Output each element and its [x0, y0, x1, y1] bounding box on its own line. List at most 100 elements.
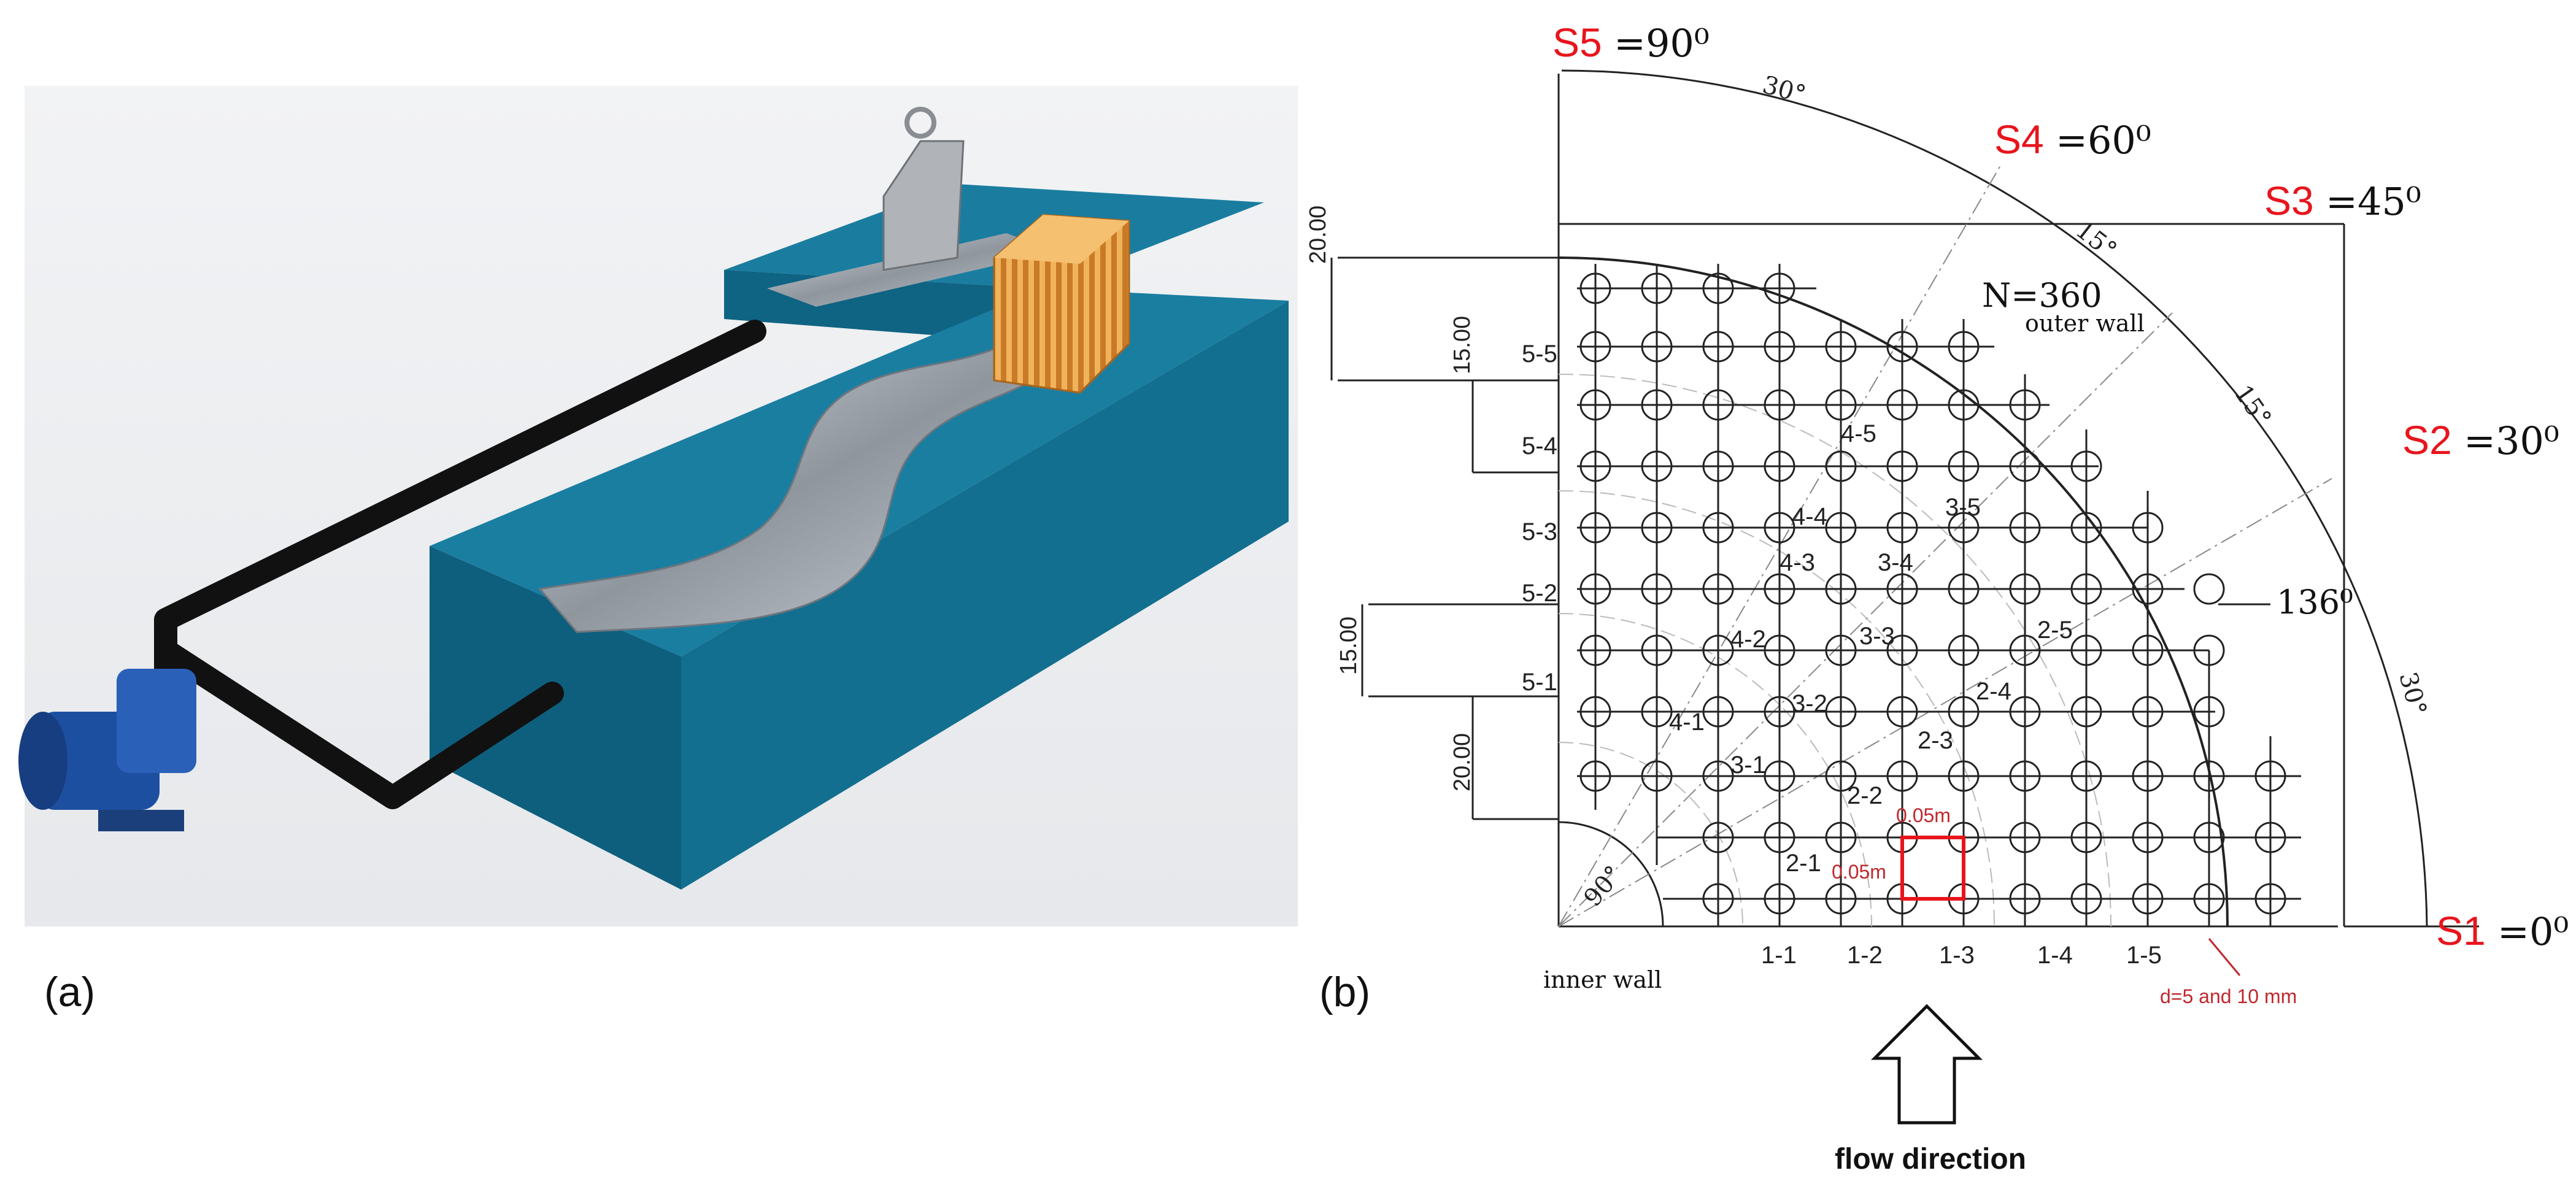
- measurement-point: [1702, 450, 1734, 482]
- col-label-1-2: 1-2: [1847, 942, 1883, 969]
- measurement-point: [1641, 573, 1673, 605]
- pt-2-3: 2-3: [1918, 727, 1953, 754]
- measurement-point: [2009, 634, 2041, 666]
- measurement-point: [1764, 450, 1795, 482]
- measurement-point: [1641, 760, 1673, 792]
- measurement-point: [1886, 450, 1918, 482]
- measurement-point: [1702, 272, 1734, 304]
- measurement-point: [1886, 634, 1918, 666]
- section-s2: S2 =30⁰: [2402, 417, 2559, 463]
- col-label-1-4: 1-4: [2037, 942, 2073, 969]
- measurement-point: [1886, 573, 1918, 605]
- measurement-point: [1641, 634, 1673, 666]
- spacing-label-h: 0.05m: [1896, 804, 1951, 826]
- n-label: N=360: [1982, 276, 2102, 315]
- measurement-point: [2193, 883, 2225, 915]
- measurement-point: [2070, 573, 2102, 605]
- measurement-point: [1702, 696, 1734, 728]
- measurement-point: [2132, 634, 2164, 666]
- measurement-point: [1579, 272, 1611, 304]
- measurement-point: [1825, 512, 1857, 544]
- measurement-point: [2009, 696, 2041, 728]
- panel-a-label: (a): [44, 969, 95, 1015]
- measurement-point: [1886, 389, 1918, 421]
- measurement-point: [2009, 450, 2041, 482]
- measurement-point: [1764, 634, 1795, 666]
- section-s4: S4 =60⁰: [1994, 117, 2151, 163]
- measurement-point: [1948, 634, 1980, 666]
- flume-side: [681, 301, 1289, 890]
- diameter-note: d=5 and 10 mm: [2160, 985, 2297, 1007]
- measurement-point: [1825, 573, 1857, 605]
- measurement-point: [1579, 573, 1611, 605]
- pt-3-4: 3-4: [1878, 549, 1913, 576]
- pt-4-1: 4-1: [1669, 709, 1705, 736]
- svg-text:S1: S1: [2436, 908, 2486, 953]
- pt-4-3: 4-3: [1780, 549, 1815, 576]
- svg-text:=45⁰: =45⁰: [2326, 179, 2421, 224]
- flume-front: [430, 546, 681, 890]
- measurement-point: [1579, 696, 1611, 728]
- spacing-label-v: 0.05m: [1832, 861, 1886, 883]
- col-label-1-1: 1-1: [1761, 942, 1797, 969]
- angle-30-right: 30°: [2393, 669, 2432, 718]
- measurement-point: [2132, 696, 2164, 728]
- col-label-1-3: 1-3: [1939, 942, 1975, 969]
- section-s3: S3 =45⁰: [2264, 178, 2421, 224]
- measurement-point: [1579, 760, 1611, 792]
- pt-2-5: 2-5: [2037, 617, 2073, 644]
- measurement-point: [1825, 760, 1857, 792]
- measurement-point: [2070, 760, 2102, 792]
- measurement-point: [1825, 883, 1857, 915]
- measurement-point: [1825, 822, 1857, 853]
- measurement-point: [2193, 822, 2225, 853]
- measurement-point: [1641, 331, 1673, 363]
- sluice-gate: [882, 140, 965, 271]
- flow-direction-label: flow direction: [1835, 1143, 2026, 1176]
- svg-text:S5: S5: [1552, 20, 1602, 65]
- measurement-point: [2070, 450, 2102, 482]
- measurement-point: [1825, 634, 1857, 666]
- measurement-point: [2009, 760, 2041, 792]
- measurement-point: [2254, 822, 2286, 853]
- measurement-point: [2009, 883, 2041, 915]
- angle-136: 136⁰: [2277, 583, 2353, 621]
- measurement-point: [2132, 573, 2164, 605]
- measurement-point: [2070, 512, 2102, 544]
- pt-4-2: 4-2: [1730, 626, 1766, 653]
- measurement-point: [1825, 389, 1857, 421]
- svg-text:S4: S4: [1994, 117, 2044, 162]
- pt-3-3: 3-3: [1859, 623, 1895, 650]
- measurement-point: [1764, 696, 1795, 728]
- measurement-point: [1764, 822, 1795, 853]
- pt-2-2: 2-2: [1847, 782, 1883, 809]
- measurement-point: [1825, 331, 1857, 363]
- measurement-point: [2132, 883, 2164, 915]
- measurement-point: [1702, 760, 1734, 792]
- measurement-point: [2070, 883, 2102, 915]
- measurement-point: [1641, 512, 1673, 544]
- row-label-5-3: 5-3: [1522, 518, 1557, 545]
- measurement-point: [2009, 822, 2041, 853]
- measurement-point: [2009, 389, 2041, 421]
- guide-arcs: [1558, 374, 2111, 927]
- measurement-point: [1948, 389, 1980, 421]
- measurement-point: [1702, 331, 1734, 363]
- measurement-point: [1948, 573, 1980, 605]
- pt-3-5: 3-5: [1945, 494, 1981, 521]
- measurement-point: [1641, 272, 1673, 304]
- svg-text:=0⁰: =0⁰: [2497, 909, 2569, 954]
- measurement-point: [1886, 512, 1918, 544]
- measurement-point: [1948, 331, 1980, 363]
- measurement-point: [2254, 883, 2286, 915]
- dim-20-top: 20.00: [1305, 206, 1331, 264]
- measurement-point: [2254, 760, 2286, 792]
- svg-text:=60⁰: =60⁰: [2056, 118, 2151, 163]
- section-arc: [1561, 69, 2428, 927]
- grid-points: [1579, 272, 2286, 915]
- measurement-point: [1764, 760, 1795, 792]
- measurement-point: [1579, 634, 1611, 666]
- measurement-point: [2132, 760, 2164, 792]
- section-s5: S5 =90⁰: [1552, 20, 1710, 66]
- pt-2-4: 2-4: [1976, 678, 2011, 705]
